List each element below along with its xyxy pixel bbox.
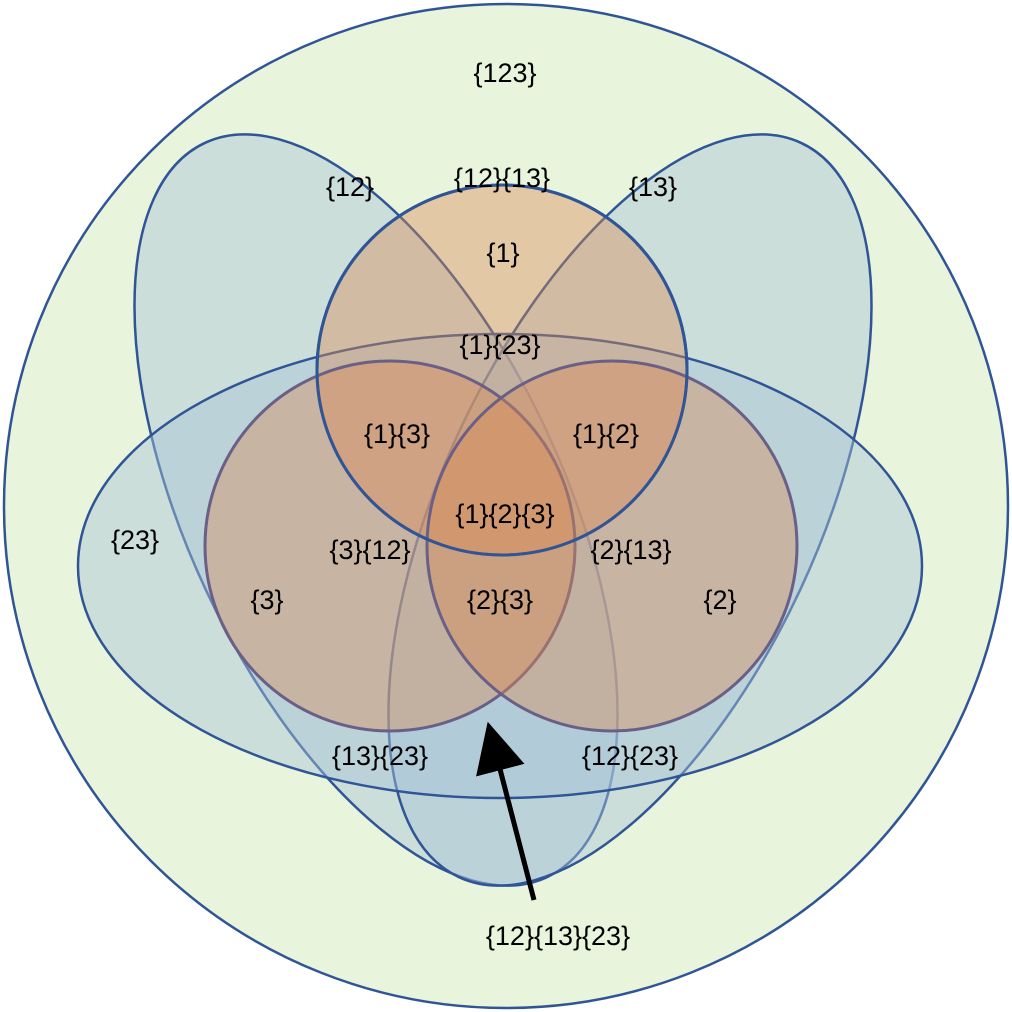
circle-1-outline <box>315 183 689 557</box>
label-123: {123} <box>473 58 536 88</box>
label-12-23: {12}{23} <box>582 741 678 771</box>
label-2-13: {2}{13} <box>590 535 671 565</box>
label-12: {12} <box>326 172 374 202</box>
label-12-13: {12}{13} <box>454 163 550 193</box>
label-2: {2} <box>703 585 736 615</box>
label-1-3: {1}{3} <box>364 419 430 449</box>
label-1-2-3: {1}{2}{3} <box>455 499 554 529</box>
label-13-23: {13}{23} <box>332 741 428 771</box>
label-1-23: {1}{23} <box>459 330 540 360</box>
label-23: {23} <box>111 525 159 555</box>
ellipse-23 <box>76 332 924 800</box>
ellipse-13 <box>387 133 873 887</box>
circle-3 <box>203 359 577 733</box>
label-2-3: {2}{3} <box>467 585 533 615</box>
circle-2 <box>425 359 799 733</box>
label-1: {1} <box>486 238 519 268</box>
label-3-12: {3}{12} <box>329 535 410 565</box>
label-13: {13} <box>629 172 677 202</box>
label-12-13-23: {12}{13}{23} <box>486 921 630 951</box>
label-3: {3} <box>250 585 283 615</box>
pointer-arrow <box>476 721 537 901</box>
label-1-2: {1}{2} <box>573 419 639 449</box>
